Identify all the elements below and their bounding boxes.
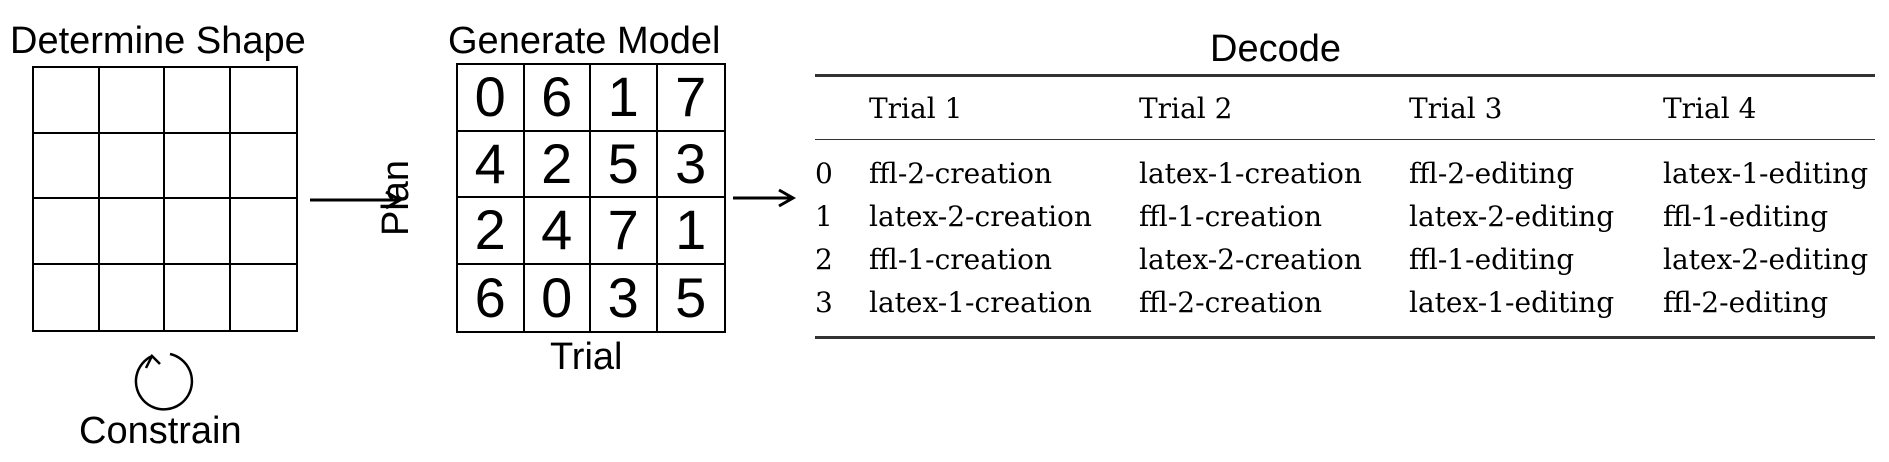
empty-shape-grid bbox=[32, 66, 298, 332]
table-cell: ffl-1-creation bbox=[1139, 200, 1323, 233]
grid-cell bbox=[100, 264, 165, 330]
model-cell: 4 bbox=[524, 198, 591, 265]
model-cell: 4 bbox=[458, 131, 525, 198]
table-cell: ffl-1-creation bbox=[869, 243, 1053, 276]
table-cell: latex-2-editing bbox=[1663, 243, 1869, 276]
model-cell: 6 bbox=[458, 264, 525, 331]
plan-axis-label: Plan bbox=[375, 159, 417, 237]
grid-cell bbox=[230, 134, 296, 199]
generate-model-title: Generate Model bbox=[448, 20, 721, 62]
model-cell: 3 bbox=[657, 132, 724, 198]
table-row: 1 latex-2-creation ffl-1-creation latex-2-e… bbox=[815, 195, 1875, 238]
column-header: Trial 4 bbox=[1663, 91, 1757, 125]
grid-cell bbox=[34, 68, 100, 134]
model-cell: 1 bbox=[591, 65, 658, 132]
table-cell: ffl-1-editing bbox=[1663, 200, 1829, 233]
row-index-cell: 2 bbox=[815, 243, 833, 276]
table-cell: ffl-2-creation bbox=[869, 157, 1053, 190]
constrain-label: Constrain bbox=[79, 410, 242, 452]
grid-cell bbox=[99, 199, 165, 265]
table-cell: latex-1-editing bbox=[1663, 157, 1869, 190]
row-index-cell: 0 bbox=[815, 157, 833, 190]
table-cell: latex-2-creation bbox=[869, 200, 1092, 233]
grid-cell bbox=[231, 265, 297, 331]
row-index-cell: 3 bbox=[815, 286, 833, 319]
decode-table: Trial 1 Trial 2 Trial 3 Trial 4 0 ffl-2-c… bbox=[815, 74, 1875, 339]
table-cell: ffl-2-creation bbox=[1139, 286, 1323, 319]
grid-cell bbox=[230, 199, 296, 265]
table-cell: latex-1-editing bbox=[1409, 286, 1615, 319]
model-cell: 5 bbox=[675, 265, 707, 329]
table-row: 0 ffl-2-creation latex-1-creation ffl-2-edi… bbox=[815, 140, 1875, 196]
model-cell: 6 bbox=[524, 65, 591, 132]
model-cell: 2 bbox=[524, 131, 591, 198]
table-cell: ffl-2-editing bbox=[1409, 157, 1575, 190]
model-cell: 3 bbox=[591, 264, 658, 331]
grid-cell bbox=[165, 199, 231, 265]
table-cell: ffl-1-editing bbox=[1409, 243, 1575, 276]
grid-cell bbox=[165, 264, 231, 330]
grid-cell bbox=[230, 68, 296, 134]
cycle-arrow-icon bbox=[134, 352, 194, 411]
table-cell: latex-2-editing bbox=[1409, 200, 1615, 233]
table-row: 2 ffl-1-creation latex-2-creation ffl-1-edi… bbox=[815, 238, 1875, 281]
grid-cell bbox=[34, 264, 100, 330]
table-cell: latex-1-creation bbox=[869, 286, 1092, 319]
right-arrow-icon bbox=[310, 190, 404, 210]
decode-title: Decode bbox=[1210, 28, 1341, 70]
table-cell: latex-2-creation bbox=[1139, 243, 1362, 276]
model-cell: 1 bbox=[657, 198, 724, 265]
grid-cell bbox=[99, 133, 165, 199]
model-cell: 0 bbox=[458, 65, 525, 132]
model-cell: 0 bbox=[525, 264, 591, 331]
row-index-cell: 1 bbox=[815, 200, 833, 233]
table-cell: latex-1-creation bbox=[1139, 157, 1362, 190]
column-header: Trial 1 bbox=[869, 91, 963, 125]
model-cell: 7 bbox=[657, 65, 724, 132]
column-header: Trial 2 bbox=[1139, 91, 1233, 125]
grid-cell bbox=[34, 199, 100, 265]
table-cell: ffl-2-editing bbox=[1663, 286, 1829, 319]
column-header bbox=[815, 76, 869, 140]
determine-shape-title: Determine Shape bbox=[10, 20, 306, 62]
grid-cell bbox=[34, 133, 100, 199]
trial-axis-label: Trial bbox=[550, 336, 623, 378]
grid-cell bbox=[99, 68, 165, 134]
model-cell: 5 bbox=[591, 131, 658, 198]
grid-cell bbox=[165, 68, 231, 134]
column-header: Trial 3 bbox=[1409, 91, 1503, 125]
model-cell: 7 bbox=[591, 198, 658, 265]
grid-cell bbox=[165, 133, 231, 199]
table-row: 3 latex-1-creation ffl-2-creation latex-1-e… bbox=[815, 281, 1875, 338]
table-header-row: Trial 1 Trial 2 Trial 3 Trial 4 bbox=[815, 75, 1875, 140]
model-cell: 2 bbox=[458, 198, 525, 265]
right-arrow-icon bbox=[733, 188, 797, 208]
